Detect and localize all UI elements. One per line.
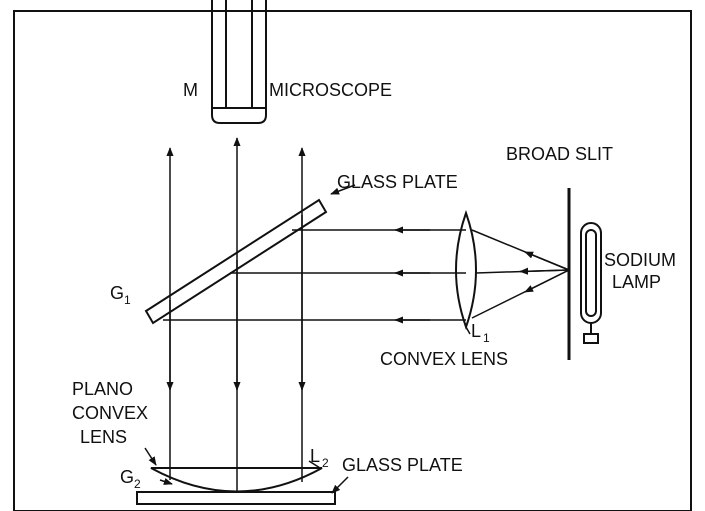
label-g2-subscript: 2 bbox=[134, 477, 141, 491]
label-lamp: LAMP bbox=[612, 272, 661, 292]
label-glass-plate-top: GLASS PLATE bbox=[337, 172, 458, 192]
label-convex-lens: CONVEX LENS bbox=[380, 349, 508, 369]
label-l1: L bbox=[471, 321, 481, 341]
label-g2: G bbox=[120, 467, 134, 487]
horizontal-rays bbox=[163, 226, 466, 324]
label-l2-subscript: 2 bbox=[322, 456, 329, 470]
label-lens: LENS bbox=[80, 427, 127, 447]
sodium-lamp bbox=[580, 222, 602, 344]
label-convex: CONVEX bbox=[72, 403, 148, 423]
label-microscope: MICROSCOPE bbox=[269, 80, 392, 100]
label-m: M bbox=[183, 80, 198, 100]
label-l2: L bbox=[310, 446, 320, 466]
lens-rays bbox=[169, 468, 303, 492]
label-l1-subscript: 1 bbox=[483, 331, 490, 345]
frame-border bbox=[13, 10, 692, 511]
label-g1: G bbox=[110, 283, 124, 303]
label-broad-slit: BROAD SLIT bbox=[506, 144, 613, 164]
glass-plate-g1 bbox=[144, 198, 328, 325]
label-sodium: SODIUM bbox=[604, 250, 676, 270]
label-plano: PLANO bbox=[72, 379, 133, 399]
label-glass-plate-bottom: GLASS PLATE bbox=[342, 455, 463, 475]
vertical-rays bbox=[166, 137, 306, 472]
converging-rays bbox=[471, 229, 570, 319]
leader-lines bbox=[144, 184, 471, 494]
microscope-tube bbox=[211, 0, 267, 124]
label-g1-subscript: 1 bbox=[124, 293, 131, 307]
glass-plate-g2 bbox=[136, 491, 336, 505]
